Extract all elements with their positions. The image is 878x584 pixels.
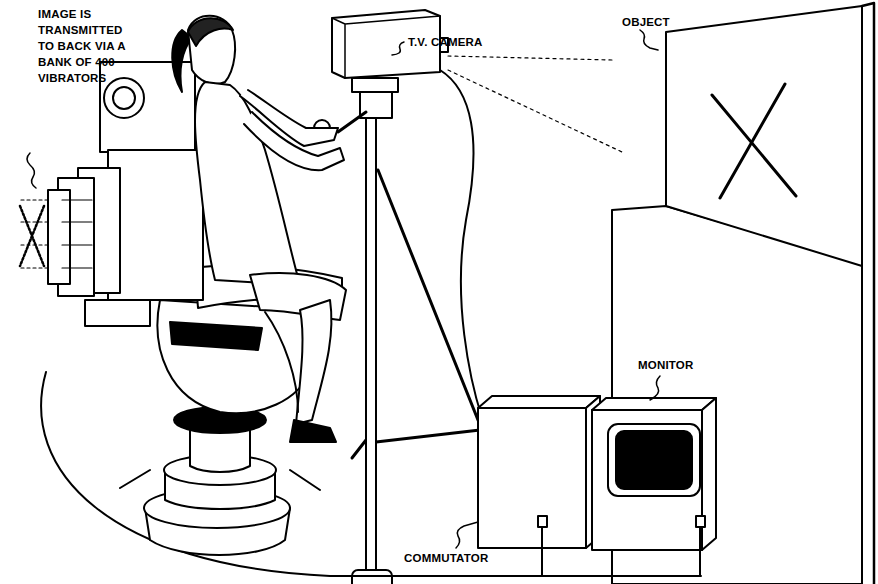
- part-label: MONITOR: [638, 357, 694, 373]
- monitor-box: [592, 410, 702, 550]
- tripod-leg: [378, 170, 480, 425]
- monitor-screen: [616, 431, 692, 489]
- part-label: OBJECT: [622, 14, 670, 30]
- monitor-top: [592, 398, 716, 410]
- monitor-bezel: [608, 424, 700, 496]
- leader-line: [650, 376, 660, 400]
- cable-plug: [696, 516, 705, 527]
- chair-seat: [158, 300, 316, 413]
- head: [188, 16, 235, 84]
- hair: [188, 18, 233, 46]
- vibrator-bank: [48, 190, 70, 284]
- chair-foot-bar: [120, 470, 320, 490]
- tripod-brace: [376, 430, 480, 442]
- tactile-x-image: [20, 206, 44, 266]
- back-unit-drum: [113, 87, 135, 109]
- lab-coat: [195, 82, 300, 285]
- leader-line: [392, 42, 404, 55]
- shoe: [290, 420, 336, 442]
- arm: [244, 112, 344, 170]
- projection-line: [18, 200, 48, 268]
- floor-cable: [41, 372, 701, 576]
- board-edge: [862, 3, 874, 584]
- camera-cable: [440, 70, 482, 418]
- seat-strap: [170, 322, 262, 350]
- leader-line: [27, 153, 36, 188]
- plug-cable: [699, 527, 701, 576]
- chair-backrest: [108, 150, 203, 300]
- object-x-stroke: [720, 84, 785, 198]
- camera-handle: [338, 112, 366, 132]
- camera-mount: [352, 78, 398, 92]
- plug-cable: [541, 527, 543, 576]
- tripod-pole: [366, 118, 376, 573]
- view-line: [448, 56, 612, 60]
- vibrator-rows: [62, 200, 92, 268]
- part-label: T.V. CAMERA: [408, 34, 483, 50]
- object-board: [666, 6, 862, 266]
- object-x-stroke: [712, 95, 796, 196]
- tripod-leg: [352, 440, 366, 458]
- commutator-top: [478, 396, 600, 408]
- cable-plug: [538, 516, 547, 527]
- callout-note: IMAGE IS TRANSMITTED TO BACK VIA A BANK …: [38, 6, 134, 86]
- chair-bracket: [85, 300, 150, 326]
- leader-line: [640, 30, 658, 50]
- leader-line: [456, 522, 478, 548]
- part-label: COMMUTATOR: [404, 550, 488, 566]
- shin: [296, 300, 331, 424]
- commutator-box: [478, 408, 586, 548]
- view-line: [448, 70, 622, 152]
- leg-line: [265, 312, 298, 412]
- back-unit-drum: [104, 78, 144, 118]
